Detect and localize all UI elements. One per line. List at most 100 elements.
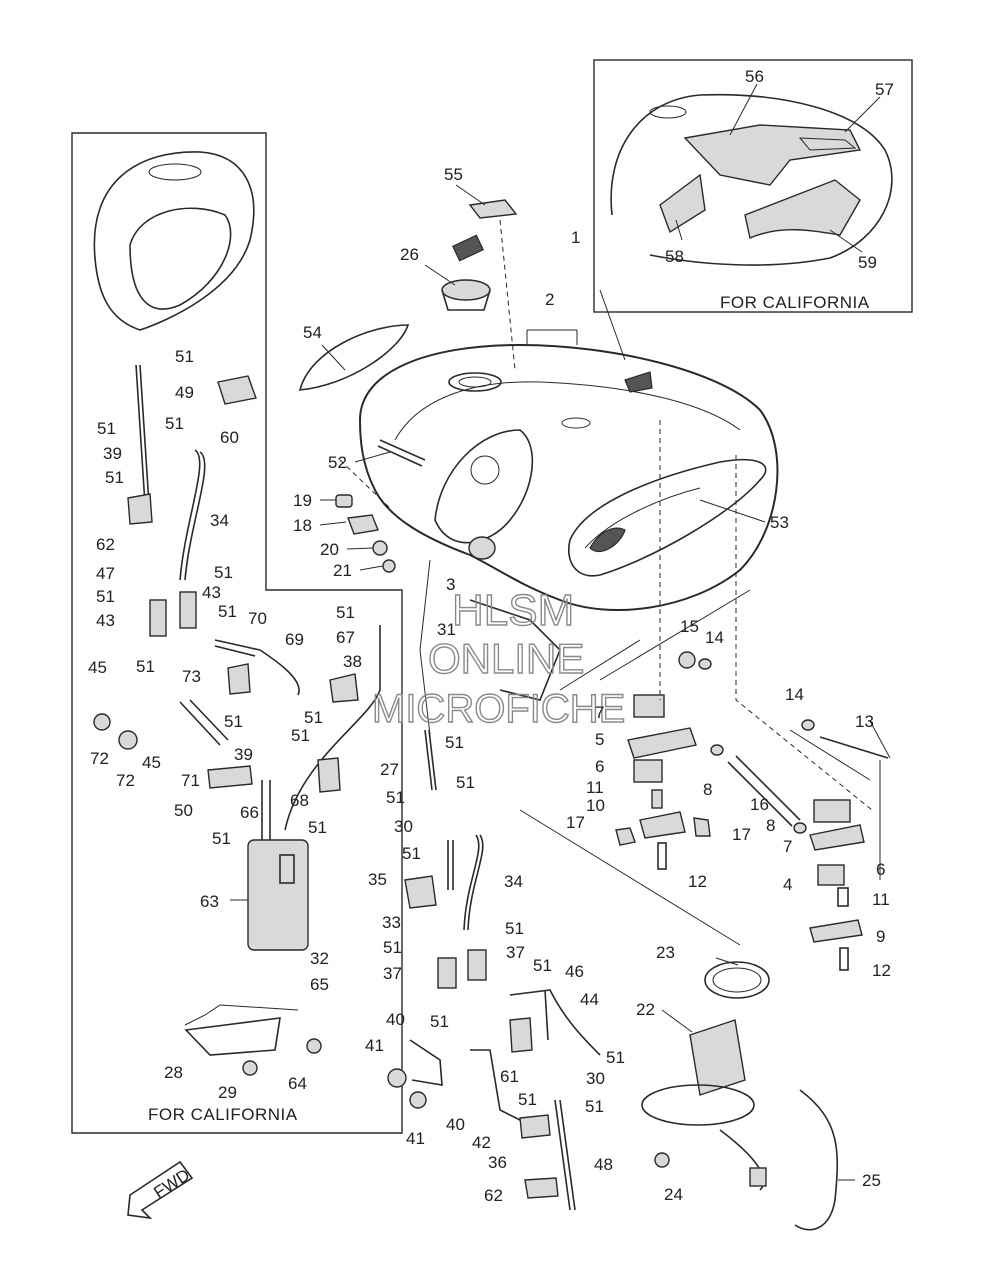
callout-42: 42: [472, 1133, 491, 1152]
callout-41a: 41: [365, 1036, 384, 1055]
watermark-line-2: ONLINE: [428, 635, 584, 682]
callout-23: 23: [656, 943, 675, 962]
tank-emblem: [624, 371, 653, 393]
callout-46: 46: [565, 962, 584, 981]
callout-15: 15: [680, 617, 699, 636]
callout-25: 25: [862, 1171, 881, 1190]
callout-10: 10: [586, 796, 605, 815]
callout-labels: 56 57 58 59 55 26 1 2 54 52 53 19 18 20 …: [88, 67, 894, 1205]
callout-62b: 62: [484, 1186, 503, 1205]
leader-lines: [230, 184, 891, 1181]
callout-60: 60: [220, 428, 239, 447]
california-box-outline: [71, 132, 403, 1134]
callout-22: 22: [636, 1000, 655, 1019]
evap-system-left: [93, 364, 381, 1076]
callout-63: 63: [200, 892, 219, 911]
callout-51m: 51: [212, 829, 231, 848]
tank-recess: [434, 429, 534, 544]
callout-51f: 51: [214, 563, 233, 582]
fwd-arrow-icon: FWD: [127, 1160, 193, 1220]
callout-33: 33: [382, 913, 401, 932]
callout-21: 21: [333, 561, 352, 580]
callout-54: 54: [303, 323, 322, 342]
heat-shield-58: [659, 173, 706, 234]
callout-51u: 51: [533, 956, 552, 975]
callout-35: 35: [368, 870, 387, 889]
callout-56: 56: [745, 67, 764, 86]
callout-31: 31: [437, 620, 456, 639]
pad-54: [298, 324, 410, 391]
callout-24: 24: [664, 1185, 683, 1204]
caption-for-california-bottom: FOR CALIFORNIA: [148, 1105, 298, 1124]
callout-51p: 51: [456, 773, 475, 792]
callout-68: 68: [290, 791, 309, 810]
callout-51g: 51: [218, 602, 237, 621]
callout-51n: 51: [308, 818, 327, 837]
fuel-tank-1: [358, 343, 779, 611]
callout-62a: 62: [96, 535, 115, 554]
callout-4: 4: [783, 875, 792, 894]
callout-7b: 7: [783, 837, 792, 856]
callout-51o: 51: [445, 733, 464, 752]
callout-14b: 14: [785, 685, 804, 704]
callout-8b: 8: [766, 816, 775, 835]
callout-70: 70: [248, 609, 267, 628]
callout-18: 18: [293, 516, 312, 535]
left-tank-sketch: [93, 151, 255, 331]
callout-51x: 51: [518, 1090, 537, 1109]
cover-57: [798, 137, 857, 151]
callout-19: 19: [293, 491, 312, 510]
inset-frame-top: [593, 59, 913, 313]
callout-48: 48: [594, 1155, 613, 1174]
callout-51h: 51: [336, 603, 355, 622]
tank-badge-53: [568, 458, 767, 577]
california-box-left: [71, 132, 403, 1134]
callout-32: 32: [310, 949, 329, 968]
callout-5: 5: [595, 730, 604, 749]
callout-38: 38: [343, 652, 362, 671]
callout-8a: 8: [703, 780, 712, 799]
callout-53: 53: [770, 513, 789, 532]
callout-9: 9: [876, 927, 885, 946]
callout-6b: 6: [876, 860, 885, 879]
callout-61: 61: [500, 1067, 519, 1086]
callout-57: 57: [875, 80, 894, 99]
callout-30b: 30: [586, 1069, 605, 1088]
watermark-line-1: HLSM: [452, 586, 574, 635]
callout-59: 59: [858, 253, 877, 272]
callout-51j: 51: [224, 712, 243, 731]
callout-27: 27: [380, 760, 399, 779]
callout-51l: 51: [291, 726, 310, 745]
callout-41b: 41: [406, 1129, 425, 1148]
callout-51d: 51: [105, 468, 124, 487]
callout-6a: 6: [595, 757, 604, 776]
callout-67: 67: [336, 628, 355, 647]
heat-shield-59: [744, 179, 861, 239]
callout-30a: 30: [394, 817, 413, 836]
filler-opening: [448, 372, 502, 392]
callout-47: 47: [96, 564, 115, 583]
callout-7a: 7: [595, 703, 604, 722]
callout-69: 69: [285, 630, 304, 649]
callout-13: 13: [855, 712, 874, 731]
callout-39b: 39: [234, 745, 253, 764]
grommet-3: [468, 536, 496, 560]
callout-51r: 51: [402, 844, 421, 863]
callout-51k: 51: [304, 708, 323, 727]
inset-tank-outline: [610, 93, 893, 266]
callout-17a: 17: [566, 813, 585, 832]
callout-1: 1: [571, 228, 580, 247]
callout-64: 64: [288, 1074, 307, 1093]
callout-17b: 17: [732, 825, 751, 844]
callout-29: 29: [218, 1083, 237, 1102]
callout-58: 58: [665, 247, 684, 266]
callout-12b: 12: [872, 961, 891, 980]
callout-11a: 11: [586, 778, 604, 797]
callout-72a: 72: [90, 749, 109, 768]
callout-43b: 43: [96, 611, 115, 630]
callout-26: 26: [400, 245, 419, 264]
label-55: [468, 199, 518, 219]
callout-51q: 51: [386, 788, 405, 807]
watermark-line-3: MICROFICHE: [372, 687, 625, 731]
callout-11b: 11: [872, 890, 890, 909]
